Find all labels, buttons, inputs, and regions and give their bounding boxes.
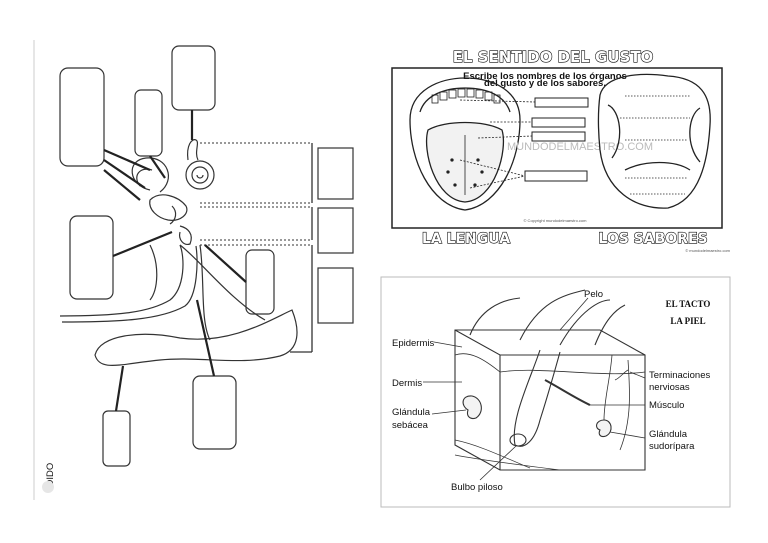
sebaceous-gland [462, 395, 482, 420]
taste-answer-boxes [459, 97, 589, 189]
label-sudoripara-2: sudorípara [649, 441, 695, 452]
hair-3 [559, 299, 611, 346]
touch-panel: EL TACTO LA PIEL [380, 276, 731, 508]
teeth [431, 88, 501, 104]
taste-caption-left: LA LENGUA [422, 231, 510, 247]
ossicles [169, 205, 192, 245]
ear-diagram [33, 40, 354, 500]
touch-title-1: EL TACTO [666, 299, 711, 309]
ear-label-box-3[interactable] [171, 45, 216, 111]
label-terminaciones-1: Terminaciones [649, 370, 710, 381]
ear-label-box-1[interactable] [59, 67, 105, 167]
hair-follicle [513, 349, 561, 447]
ear-side-dot [42, 481, 54, 493]
tongue-map [597, 73, 711, 209]
middle-ear [149, 194, 188, 221]
taste-box-1[interactable] [534, 97, 589, 108]
ear-label-box-5[interactable] [245, 249, 275, 315]
ear-label-box-4[interactable] [69, 215, 114, 300]
hair-1 [469, 297, 521, 336]
touch-frame [380, 276, 731, 508]
touch-pointers [423, 297, 646, 481]
taste-site: © mundodelmaestro.com [685, 248, 730, 253]
label-glandula-sebacea-2: sebácea [392, 420, 429, 431]
mouth-drawing [409, 77, 521, 211]
ear-label-box-7[interactable] [102, 410, 131, 467]
label-pelo: Pelo [584, 289, 603, 300]
taste-instruction-1: Escribe los nombres de los órganos [463, 71, 627, 82]
muscle [544, 379, 591, 406]
taste-box-3[interactable] [531, 131, 586, 142]
taste-title: EL SENTIDO DEL GUSTO [453, 48, 654, 66]
taste-panel: EL SENTIDO DEL GUSTO Escribe los nombres… [391, 47, 731, 253]
ear-pointers [103, 110, 247, 412]
label-dermis: Dermis [392, 378, 422, 389]
skin-block [454, 289, 646, 471]
label-musculo: Músculo [649, 400, 684, 411]
auditory-nerve [187, 139, 199, 161]
ear-side-label: OIDO [45, 463, 56, 487]
ear-canal [59, 244, 198, 323]
label-sudoripara-1: Glándula [649, 429, 688, 440]
taste-watermark: MUNDODELMAESTRO.COM [507, 141, 653, 153]
taste-instruction-2: del gusto y de los sabores. [484, 78, 606, 89]
ear-label-box-2[interactable] [134, 89, 163, 157]
ear-label-box-9[interactable] [317, 207, 354, 254]
hair-2 [519, 289, 586, 341]
pinna-and-lobe [94, 309, 298, 366]
sweat-gland [595, 419, 612, 438]
ear-label-box-10[interactable] [317, 267, 354, 324]
touch-title-2: LA PIEL [670, 316, 705, 326]
ear-brackets [200, 142, 312, 246]
hair-bulb [509, 433, 527, 447]
taste-box-2[interactable] [531, 117, 586, 128]
ear-label-box-6[interactable] [192, 375, 237, 450]
label-terminaciones-2: nerviosas [649, 382, 690, 393]
taste-frame [391, 67, 723, 229]
ear-label-box-8[interactable] [317, 147, 354, 200]
taste-copyright: © Copyright mundodelmaestro.com [524, 218, 588, 223]
hair-4 [594, 304, 626, 346]
label-glandula-sebacea-1: Glándula [392, 407, 431, 418]
cochlea [185, 160, 215, 190]
label-bulbo-piloso: Bulbo piloso [451, 482, 503, 493]
label-epidermis: Epidermis [392, 338, 434, 349]
taste-caption-right: LOS SABORES [598, 231, 707, 247]
taste-box-4[interactable] [524, 170, 588, 182]
